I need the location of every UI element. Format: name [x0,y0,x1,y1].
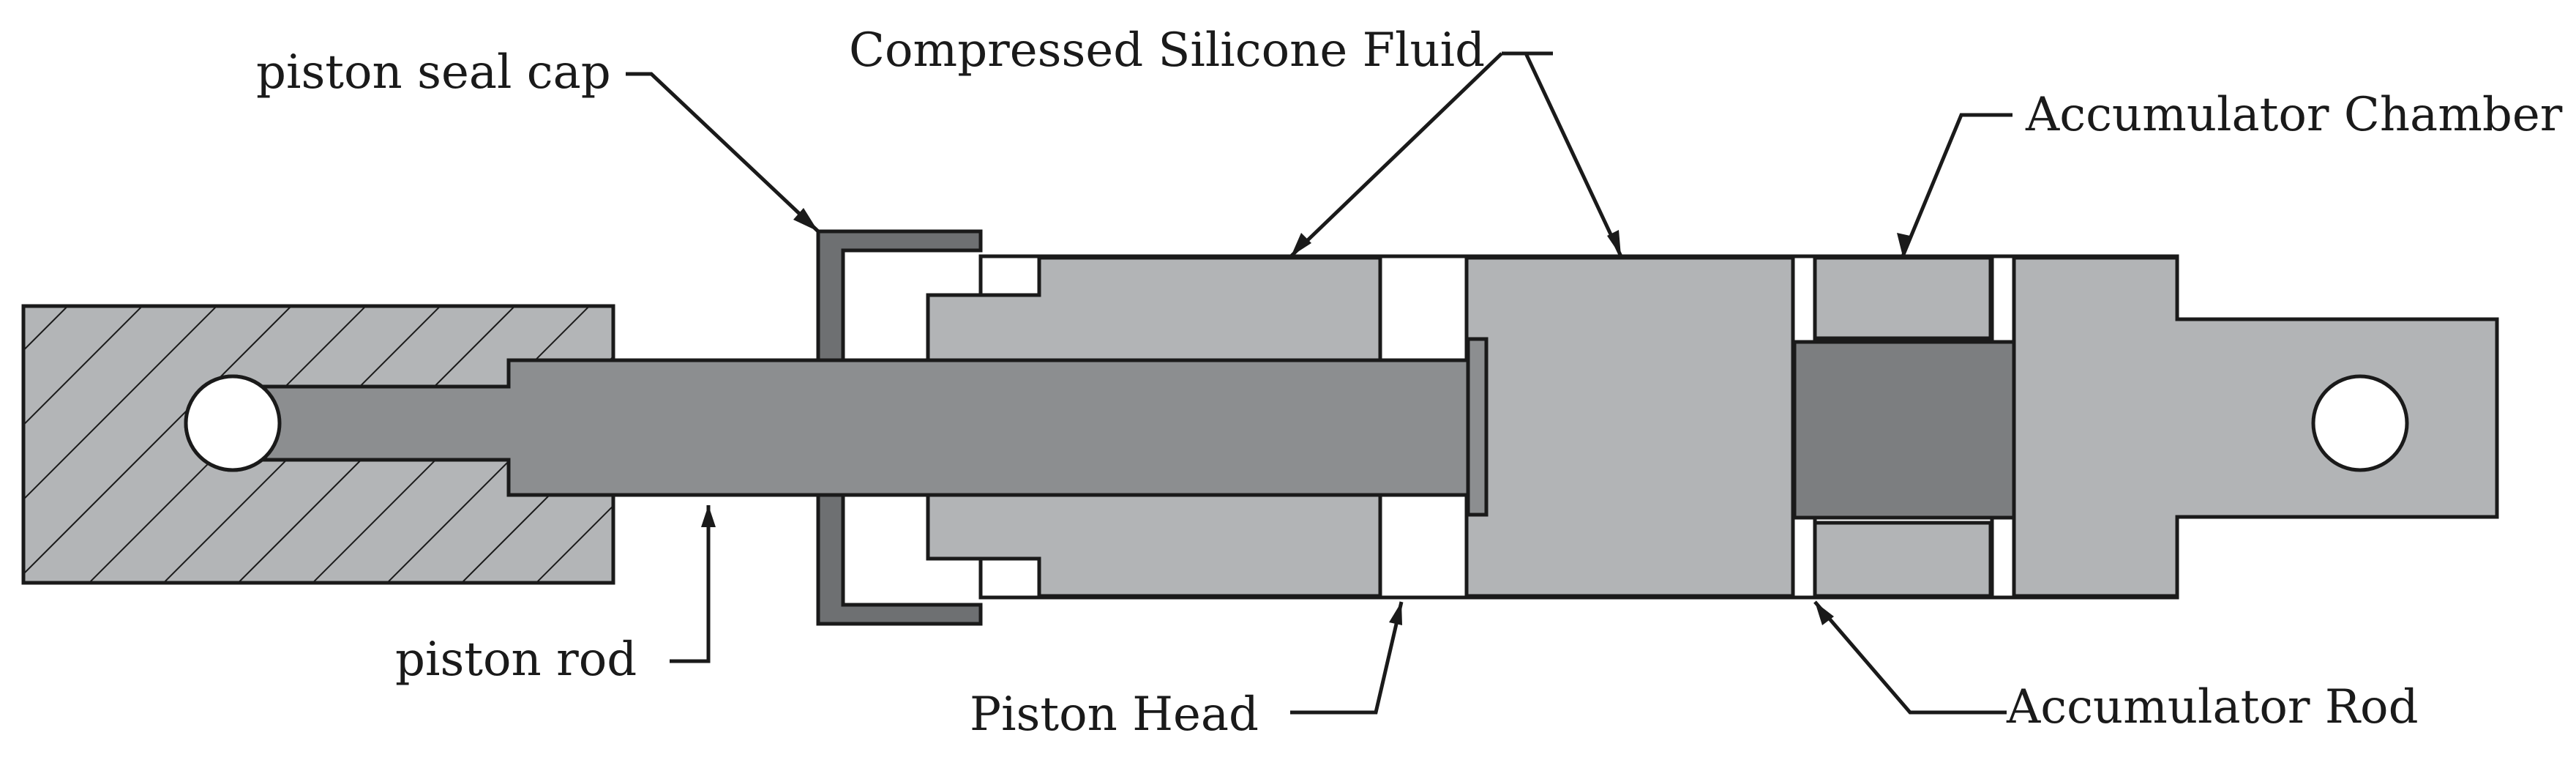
accumulator-chamber-lower [1813,521,1993,598]
label-accumulator-chamber: Accumulator Chamber [2025,88,2563,142]
label-piston-seal-cap: piston seal cap [256,45,611,100]
leader-accumulator-rod [1813,600,2007,715]
leader-piston-seal-cap [626,72,820,233]
arrowhead-fluid-right [1607,230,1621,256]
arrowhead-piston-head [1389,602,1402,625]
fluid-chamber-middle [1464,256,1795,598]
leader-accumulator-chamber [1901,113,2012,257]
label-piston-rod: piston rod [395,633,637,687]
arrowhead-piston-rod [701,505,716,527]
left-mount-hole-overlay [184,374,282,472]
arrowhead-accumulator-rod [1815,602,1834,625]
piston-seal-cap [816,229,983,626]
label-accumulator-rod: Accumulator Rod [2006,680,2419,734]
right-mount-hole [2311,374,2409,472]
leader-fluid-left [1289,52,1503,258]
leader-fluid-right [1524,52,1623,258]
label-piston-head: Piston Head [970,688,1259,742]
accumulator-rod [1792,340,2016,520]
arrowhead-seal-cap [793,208,818,231]
piston-head [1466,337,1489,517]
accumulator-chamber-upper [1813,256,1993,340]
label-compressed-silicone-fluid: Compressed Silicone Fluid [849,23,1485,78]
leader-piston-head [1290,601,1404,715]
arrowhead-accumulator-chamber [1897,233,1910,256]
arrowhead-fluid-left [1291,233,1311,256]
right-end-fitting [2012,256,2499,598]
leader-piston-rod [670,505,711,663]
